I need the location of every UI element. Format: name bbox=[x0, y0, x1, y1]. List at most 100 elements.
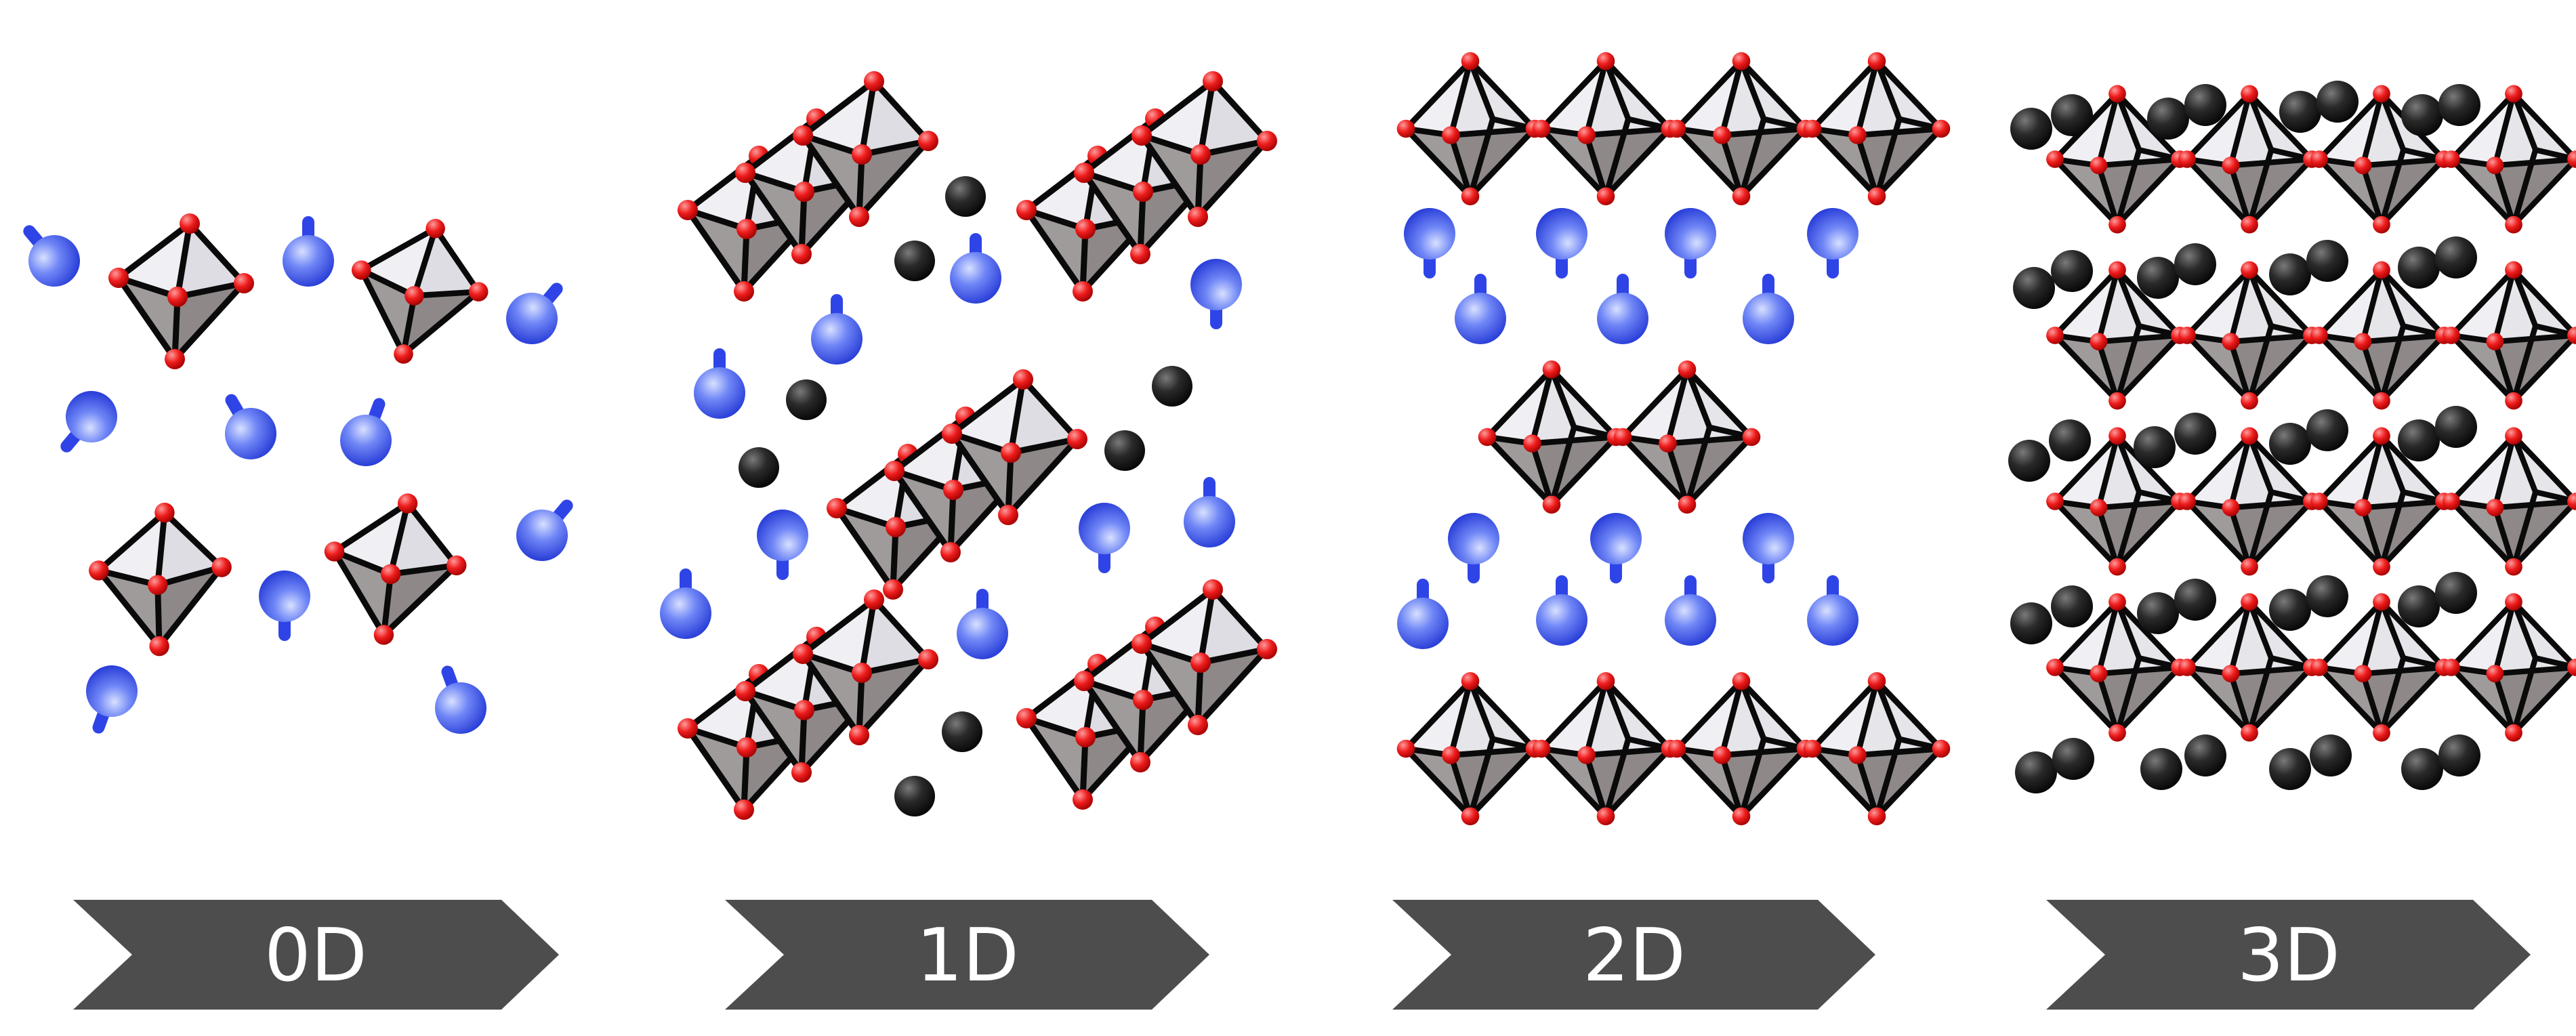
inorganic-cation-icon bbox=[2052, 738, 2094, 780]
octahedron-icon bbox=[2310, 85, 2453, 234]
inorganic-cation-icon bbox=[2051, 250, 2093, 292]
octahedral-layer bbox=[1396, 51, 1951, 206]
panel-0d bbox=[23, 213, 573, 734]
organic-cation-icon bbox=[1743, 513, 1794, 583]
organic-cation-icon bbox=[757, 510, 808, 580]
inorganic-cation-icon bbox=[2310, 734, 2352, 776]
organic-cation-icon bbox=[1590, 513, 1642, 583]
octahedron-icon bbox=[1667, 51, 1815, 206]
octahedron-icon bbox=[1667, 671, 1815, 826]
organic-cation-icon bbox=[1455, 274, 1506, 344]
inorganic-cation-icon bbox=[2398, 585, 2440, 627]
octahedron-icon bbox=[2443, 85, 2576, 234]
octahedron-icon bbox=[2443, 593, 2576, 742]
organic-cation-icon bbox=[506, 283, 563, 344]
inorganic-cation-icon bbox=[739, 447, 779, 488]
octahedron-icon bbox=[1613, 360, 1761, 514]
organic-cation-icon bbox=[1397, 579, 1449, 649]
octahedral-chain bbox=[827, 369, 1087, 600]
organic-cation-icon bbox=[1190, 259, 1242, 329]
inorganic-cation-icon bbox=[2174, 579, 2216, 621]
inorganic-cation-icon bbox=[2438, 84, 2480, 126]
octahedron-icon bbox=[1803, 671, 1951, 826]
octahedron-icon bbox=[352, 218, 489, 364]
octahedron-icon bbox=[2046, 261, 2188, 410]
organic-cation-icon bbox=[516, 499, 573, 561]
organic-cation-icon bbox=[957, 589, 1008, 659]
inorganic-cation-icon bbox=[2174, 243, 2216, 285]
inorganic-cation-icon bbox=[2140, 748, 2182, 790]
organic-cation-icon bbox=[86, 665, 138, 734]
inorganic-cation-icon bbox=[894, 241, 935, 281]
octahedron-icon bbox=[1532, 671, 1680, 826]
octahedral-layer bbox=[1396, 671, 1951, 826]
octahedron-icon bbox=[2178, 261, 2321, 410]
octahedral-layer bbox=[2046, 85, 2576, 234]
organic-cation-icon bbox=[435, 665, 486, 734]
inorganic-cation-icon bbox=[894, 776, 935, 816]
octahedron-icon bbox=[2310, 261, 2453, 410]
inorganic-cation-icon bbox=[2010, 108, 2052, 150]
octahedron-icon bbox=[2046, 593, 2188, 742]
organic-cation-icon bbox=[660, 568, 711, 639]
inorganic-cation-icon bbox=[945, 176, 986, 217]
octahedron-icon bbox=[1396, 51, 1544, 206]
inorganic-cation-icon bbox=[2269, 589, 2311, 631]
octahedron-icon bbox=[793, 589, 938, 745]
panel-1d bbox=[660, 71, 1277, 820]
organic-cation-icon bbox=[811, 294, 863, 365]
octahedron-icon bbox=[2310, 427, 2453, 576]
inorganic-cation-icon bbox=[2438, 734, 2480, 776]
octahedron-icon bbox=[2443, 427, 2576, 576]
octahedron-icon bbox=[2443, 261, 2576, 410]
inorganic-cation-icon bbox=[2269, 253, 2311, 295]
octahedron-icon bbox=[793, 71, 938, 227]
inorganic-cation-icon bbox=[2184, 84, 2226, 126]
inorganic-cation-icon bbox=[2184, 734, 2226, 776]
chevron-3d: 3D bbox=[2046, 900, 2531, 1010]
octahedron-icon bbox=[108, 213, 254, 369]
octahedron-icon bbox=[2046, 427, 2188, 576]
chevron-0d: 0D bbox=[73, 900, 559, 1010]
inorganic-cation-icon bbox=[2134, 426, 2176, 468]
inorganic-cation-icon bbox=[2049, 419, 2091, 461]
inorganic-cation-icon bbox=[2306, 409, 2348, 451]
octahedral-layer bbox=[1478, 360, 1761, 514]
inorganic-cation-icon bbox=[2051, 94, 2093, 136]
inorganic-cation-icon bbox=[2306, 575, 2348, 617]
inorganic-cation-icon bbox=[2174, 413, 2216, 455]
inorganic-cation-icon bbox=[2269, 423, 2311, 465]
inorganic-cation-icon bbox=[2015, 751, 2057, 793]
inorganic-cation-icon bbox=[786, 379, 827, 420]
label-3d: 3D bbox=[2237, 913, 2340, 998]
organic-cation-icon bbox=[1743, 274, 1794, 344]
organic-cation-icon bbox=[259, 571, 310, 641]
octahedron-icon bbox=[942, 369, 1087, 525]
organic-cation-icon bbox=[60, 391, 117, 453]
octahedron-icon bbox=[1131, 71, 1277, 227]
inorganic-cation-icon bbox=[2010, 602, 2052, 644]
label-1d: 1D bbox=[916, 913, 1019, 998]
octahedron-icon bbox=[2178, 427, 2321, 576]
inorganic-cation-icon bbox=[2269, 748, 2311, 790]
octahedron-icon bbox=[2178, 85, 2321, 234]
organic-cation-icon bbox=[950, 233, 1001, 304]
organic-cation-icon bbox=[1807, 575, 1858, 646]
organic-cation-icon bbox=[1536, 208, 1587, 278]
label-2d: 2D bbox=[1583, 913, 1686, 998]
inorganic-cation-icon bbox=[2137, 592, 2179, 634]
organic-cation-icon bbox=[1665, 208, 1716, 278]
organic-cation-icon bbox=[23, 225, 80, 287]
organic-cation-icon bbox=[340, 398, 392, 466]
inorganic-cation-icon bbox=[2435, 236, 2477, 278]
inorganic-cation-icon bbox=[2306, 240, 2348, 282]
chevron-2d: 2D bbox=[1392, 900, 1875, 1010]
inorganic-cation-icon bbox=[2008, 440, 2050, 482]
octahedral-layer bbox=[2046, 427, 2576, 576]
organic-cation-icon bbox=[1448, 513, 1499, 583]
octahedron-icon bbox=[1478, 360, 1625, 514]
inorganic-cation-icon bbox=[2401, 94, 2443, 136]
octahedral-chain bbox=[1016, 71, 1277, 302]
inorganic-cation-icon bbox=[2147, 98, 2189, 140]
